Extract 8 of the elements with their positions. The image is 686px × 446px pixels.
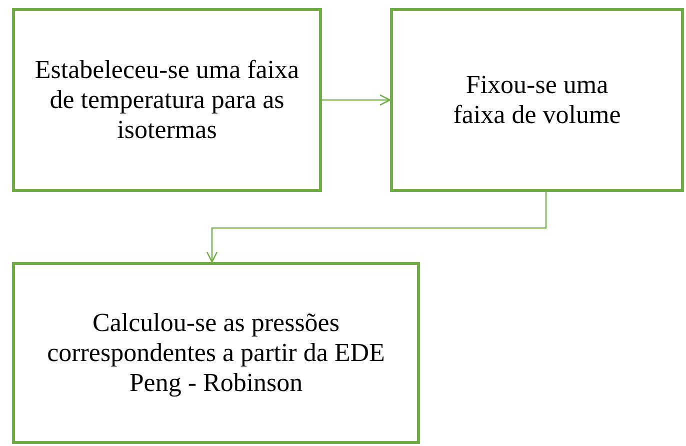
- arrow: [322, 94, 391, 106]
- step-text: Estabeleceu-se uma faixa de temperatura para as isotermas: [34, 55, 300, 145]
- arrow: [206, 192, 547, 263]
- step-text: Fixou-se uma faixa de volume: [452, 70, 622, 130]
- process-box: [12, 8, 322, 192]
- process-box: [390, 8, 684, 192]
- process-box: [12, 262, 420, 444]
- step-text: Calculou-se as pressões correspondentes a partir da EDE Peng - Robinson: [46, 308, 386, 398]
